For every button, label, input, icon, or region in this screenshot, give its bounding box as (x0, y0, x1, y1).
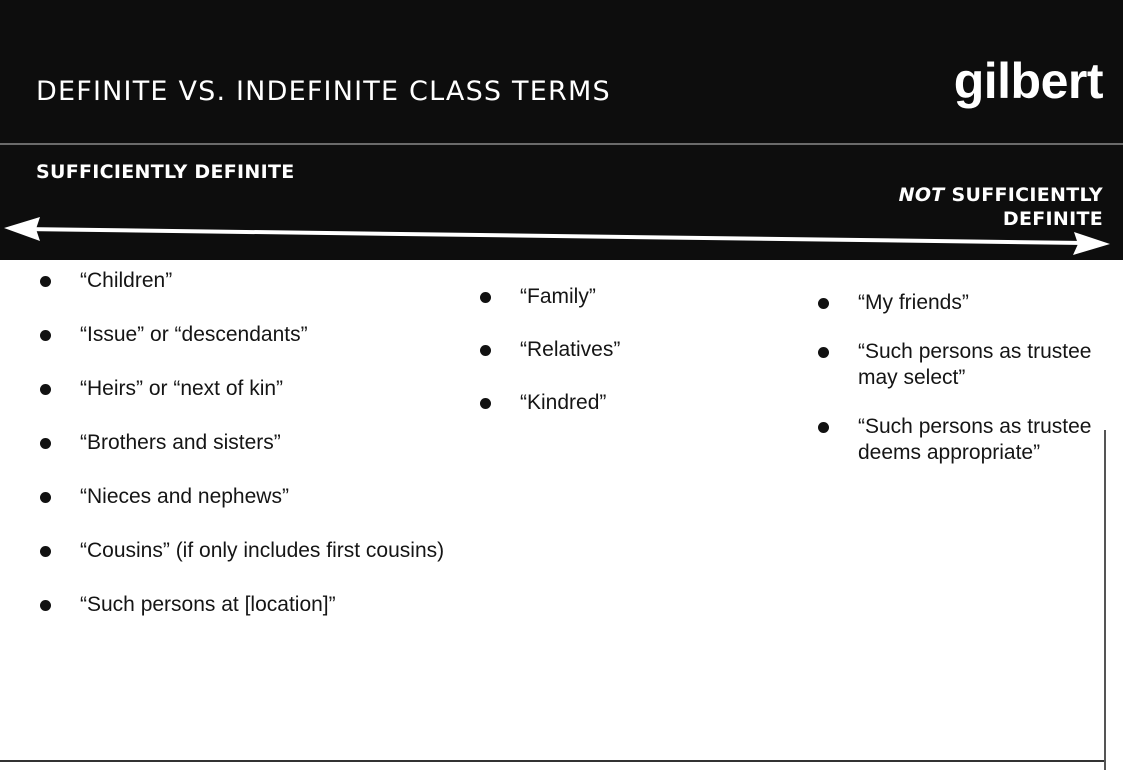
bullet-icon (480, 292, 491, 303)
list-item: “Such persons at [location]” (40, 592, 460, 618)
list-item: “Relatives” (480, 337, 740, 363)
list-item: “Family” (480, 284, 740, 310)
list-item-text: “Family” (520, 285, 596, 308)
bullet-icon (480, 398, 491, 409)
scale-label-left: SUFFICIENTLY DEFINITE (36, 161, 295, 183)
slide-header: DEFINITE VS. INDEFINITE CLASS TERMS gilb… (0, 0, 1123, 260)
bullet-icon (40, 276, 51, 287)
list-item-text: “Issue” or “descendants” (80, 323, 308, 346)
right-border (1104, 430, 1106, 770)
list-item-text: “Kindred” (520, 391, 607, 414)
list-item-text: “My friends” (858, 291, 969, 314)
middle-terms-list: “Family” “Relatives” “Kindred” (480, 284, 740, 443)
list-item-text: “Heirs” or “next of kin” (80, 377, 284, 400)
list-item: “My friends” (818, 290, 1098, 316)
list-item: “Children” (40, 268, 460, 294)
bullet-icon (818, 298, 829, 309)
bullet-icon (40, 546, 51, 557)
list-item: “Such persons as trustee deems appropria… (818, 414, 1098, 466)
list-item: “Brothers and sisters” (40, 430, 460, 456)
bullet-icon (40, 330, 51, 341)
list-item: “Heirs” or “next of kin” (40, 376, 460, 402)
list-item-text: “Brothers and sisters” (80, 431, 281, 454)
bullet-icon (480, 345, 491, 356)
not-sufficiently-definite-list: “My friends” “Such persons as trustee may… (818, 290, 1098, 489)
brand-logo: gilbert (953, 53, 1104, 109)
bullet-icon (40, 600, 51, 611)
list-item-text: “Nieces and nephews” (80, 485, 289, 508)
slide-body: “Children” “Issue” or “descendants” “Heirs… (0, 260, 1123, 760)
list-item-text: “Relatives” (520, 338, 621, 361)
list-item-text: “Children” (80, 269, 173, 292)
list-item-text: “Cousins” (if only includes first cousin… (80, 539, 445, 562)
bullet-icon (40, 384, 51, 395)
bullet-icon (40, 438, 51, 449)
list-item-text: “Such persons at [location]” (80, 593, 336, 616)
scale-label-right-rest: SUFFICIENTLY DEFINITE (944, 184, 1103, 230)
sufficiently-definite-list: “Children” “Issue” or “descendants” “Heirs… (40, 268, 460, 646)
slide-title: DEFINITE VS. INDEFINITE CLASS TERMS (36, 76, 611, 107)
list-item: “Such persons as trustee may select” (818, 339, 1098, 391)
list-item: “Cousins” (if only includes first cousin… (40, 538, 460, 564)
bullet-icon (818, 347, 829, 358)
double-arrow-icon (4, 217, 1110, 255)
scale-label-right: NOT SUFFICIENTLY DEFINITE (803, 183, 1103, 231)
list-item: “Nieces and nephews” (40, 484, 460, 510)
bottom-border (0, 760, 1105, 762)
scale-label-right-emphasis: NOT (898, 184, 945, 206)
list-item-text: “Such persons as trustee deems appropria… (858, 415, 1092, 464)
header-divider (0, 143, 1123, 145)
list-item: “Issue” or “descendants” (40, 322, 460, 348)
list-item-text: “Such persons as trustee may select” (858, 340, 1092, 389)
list-item: “Kindred” (480, 390, 740, 416)
bullet-icon (40, 492, 51, 503)
bullet-icon (818, 422, 829, 433)
